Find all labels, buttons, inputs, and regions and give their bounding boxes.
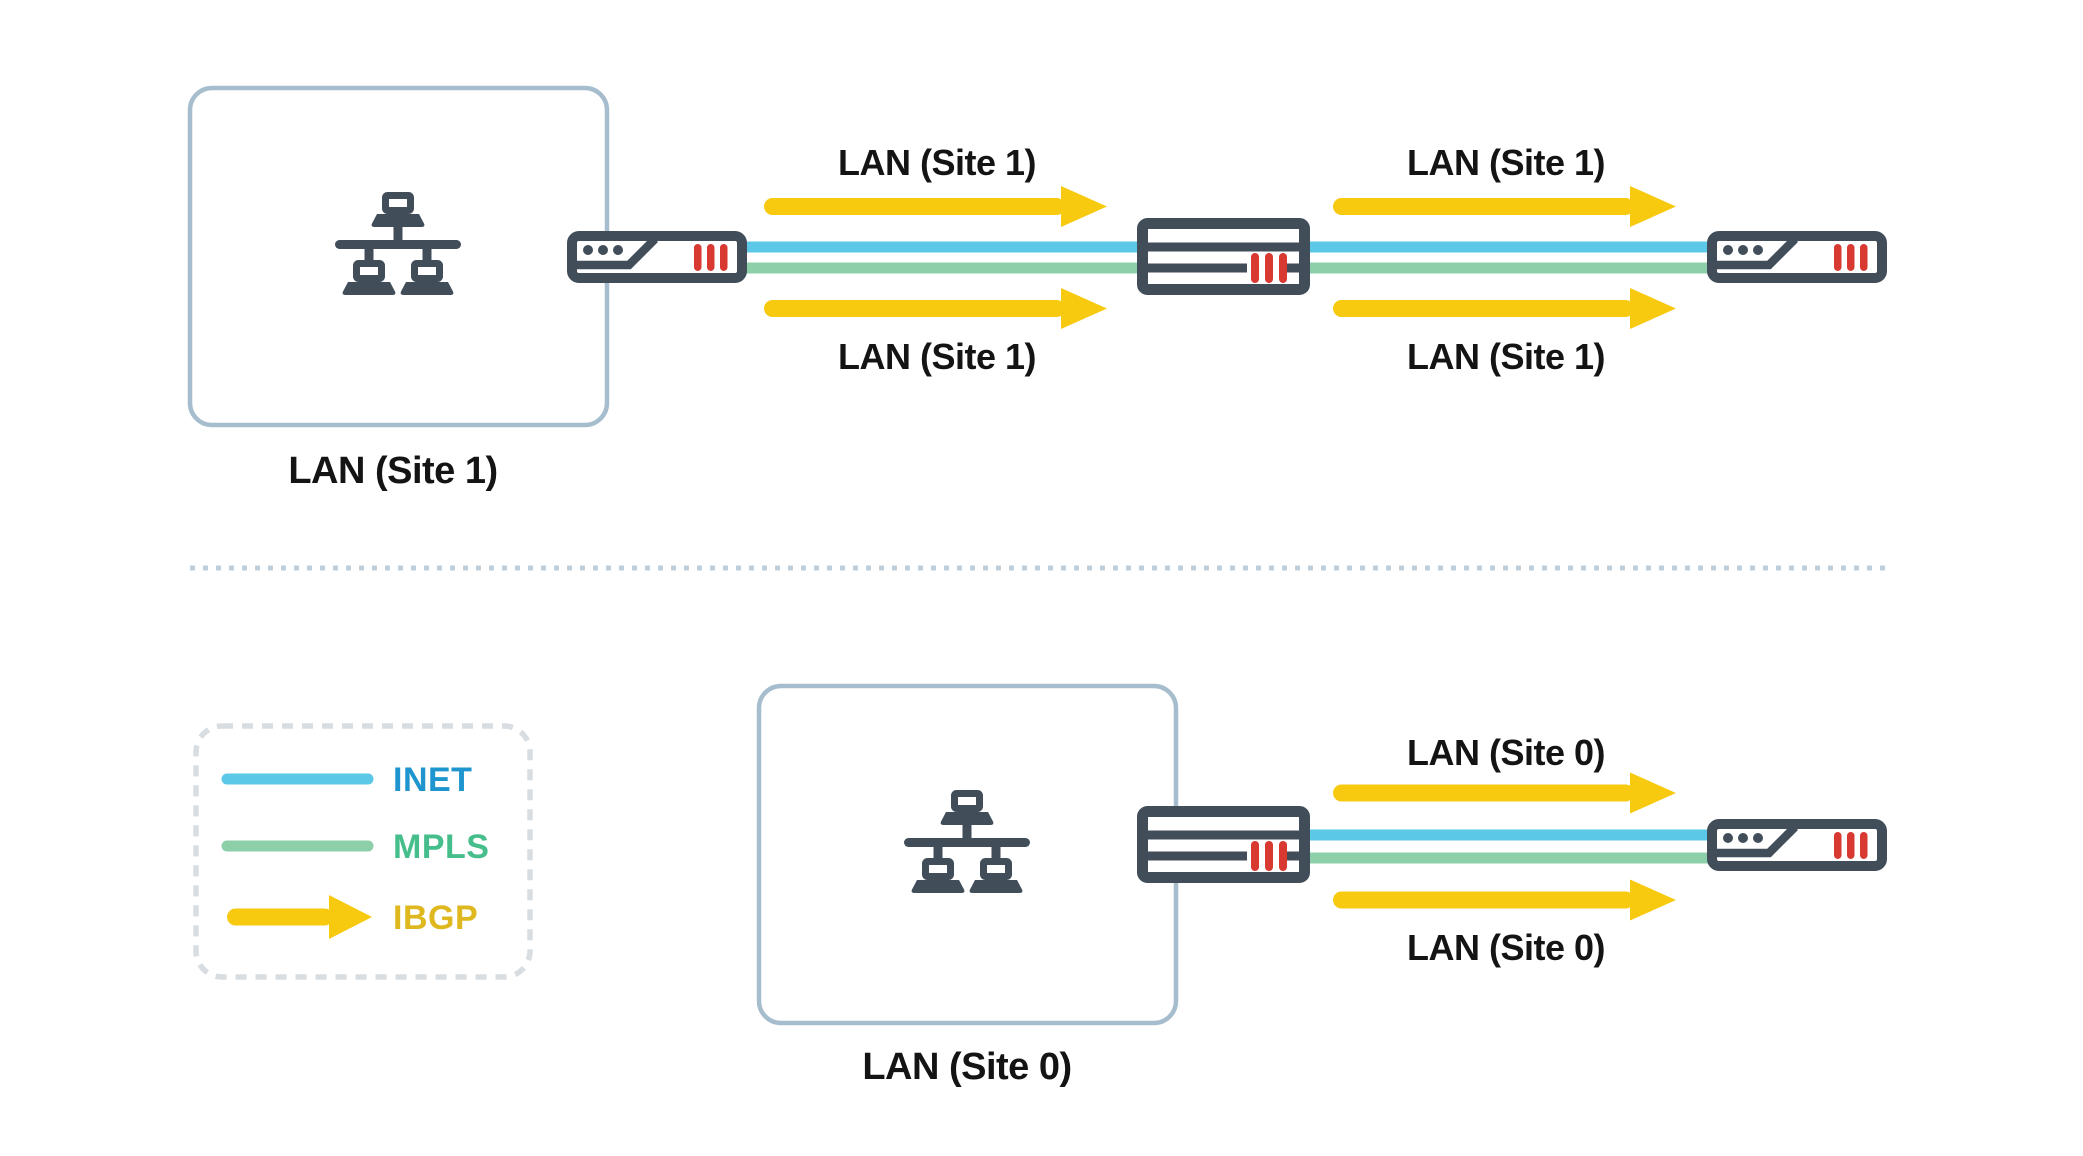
ibgp-arrow-site1-left-top xyxy=(764,186,1107,227)
flow-label-site1-left-top: LAN (Site 1) xyxy=(838,142,1036,183)
cpe-router-icon-site1-right xyxy=(1712,236,1882,278)
site0-lan-box xyxy=(756,683,1179,1026)
switch-device-icon-site1 xyxy=(1143,224,1305,290)
flow-label-site1-right-top: LAN (Site 1) xyxy=(1407,142,1605,183)
ibgp-arrow-site0-top xyxy=(1333,772,1676,814)
flow-label-site1-right-bottom: LAN (Site 1) xyxy=(1407,336,1605,377)
site1-box-label: LAN (Site 1) xyxy=(288,450,497,492)
flow-label-site1-left-bottom: LAN (Site 1) xyxy=(838,336,1036,377)
flow-label-site0-bottom: LAN (Site 0) xyxy=(1407,927,1605,968)
flow-label-site0-top: LAN (Site 0) xyxy=(1407,732,1605,773)
legend-swatch-ibgp-arrow xyxy=(227,895,372,939)
legend: INET MPLS IBGP xyxy=(193,723,533,980)
ibgp-arrow-site0-bottom xyxy=(1333,879,1676,921)
legend-label-ibgp: IBGP xyxy=(393,899,478,937)
site1-lan-box xyxy=(187,85,610,428)
switch-device-icon-site0 xyxy=(1143,812,1305,878)
cpe-router-icon-site1-left xyxy=(572,236,742,278)
ibgp-arrow-site1-right-top xyxy=(1333,186,1676,227)
ibgp-arrow-site1-right-bottom xyxy=(1333,288,1676,329)
legend-label-mpls: MPLS xyxy=(393,828,489,866)
site0-box-label: LAN (Site 0) xyxy=(862,1046,1071,1088)
legend-label-inet: INET xyxy=(393,761,472,799)
ibgp-arrow-site1-left-bottom xyxy=(764,288,1107,329)
cpe-router-icon-site0-right xyxy=(1712,824,1882,866)
